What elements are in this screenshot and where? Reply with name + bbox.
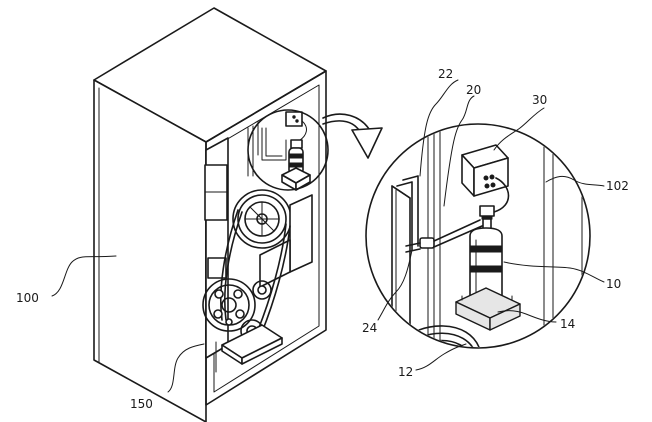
pipe-joint-24	[419, 237, 435, 249]
control-box-small	[285, 111, 303, 127]
label-22: 22	[438, 67, 453, 81]
label-14: 14	[560, 317, 575, 331]
detail-callout-circle	[247, 109, 329, 191]
label-10: 10	[606, 277, 621, 291]
label-150: 150	[130, 397, 153, 411]
magnified-detail	[365, 123, 591, 349]
cabinet-left-side	[93, 79, 207, 422]
label-12: 12	[398, 365, 413, 379]
label-20: 20	[466, 83, 481, 97]
magnified-circle	[365, 123, 591, 349]
label-30: 30	[532, 93, 547, 107]
cabinet-100	[93, 7, 327, 422]
label-100: 100	[16, 291, 39, 305]
leader-lines	[51, 79, 605, 393]
pulley-lower	[202, 278, 256, 332]
label-102: 102	[606, 179, 629, 193]
label-24: 24	[362, 321, 377, 335]
reference-labels: 100 150 22 20 30 102 10 14 12 24	[16, 67, 629, 411]
